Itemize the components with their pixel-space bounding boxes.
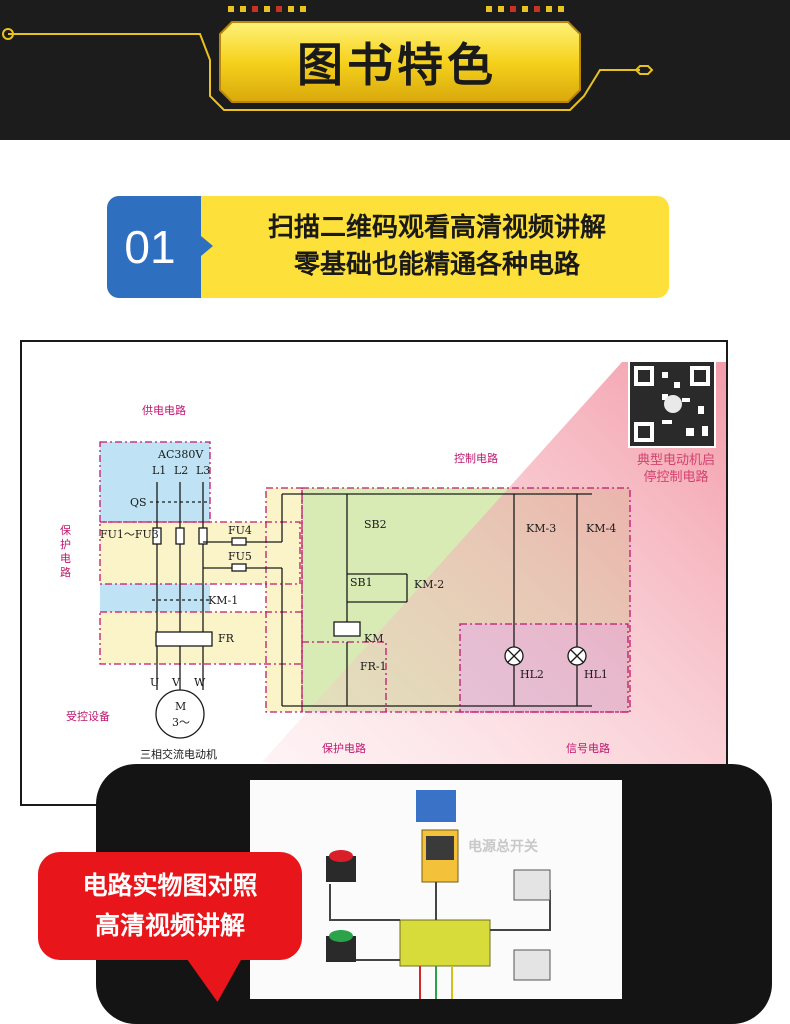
circuit-drawing bbox=[99, 360, 726, 804]
label-controlled-device: 受控设备 bbox=[66, 710, 110, 723]
label-fu1-fu3: FU1～FU3 bbox=[100, 528, 159, 541]
label-km2: KM-2 bbox=[414, 578, 445, 591]
callout-line-1: 电路实物图对照 bbox=[82, 871, 258, 900]
screen-label: 电源总开关 bbox=[468, 839, 538, 855]
qr-caption-line-1: 典型电动机启 bbox=[636, 453, 715, 468]
feature-stripe bbox=[193, 196, 201, 298]
label-km: KM bbox=[364, 632, 384, 645]
feature-number: 01 bbox=[124, 221, 176, 273]
feature-line-2: 零基础也能精通各种电路 bbox=[293, 250, 580, 280]
label-motor-name: 三相交流电动机 bbox=[140, 748, 217, 761]
label-l2: L2 bbox=[174, 464, 189, 477]
label-ac380v: AC380V bbox=[158, 448, 204, 461]
phone-screen: 电源总开关 bbox=[250, 780, 622, 999]
label-protection-bottom: 保护电路 bbox=[322, 742, 366, 755]
label-hl1: HL1 bbox=[584, 668, 608, 681]
feature-text: 扫描二维码观看高清视频讲解 零基础也能精通各种电路 bbox=[217, 210, 657, 284]
qr-code bbox=[628, 360, 716, 448]
label-supply-circuit: 供电电路 bbox=[142, 404, 186, 417]
feature-badge: 01 扫描二维码观看高清视频讲解 零基础也能精通各种电路 bbox=[107, 196, 669, 298]
circuit-diagram: 供电电路 控制电路 保护电路 保护电路 信号电路 受控设备 三相交流电动机 AC… bbox=[20, 340, 728, 806]
label-signal-circuit: 信号电路 bbox=[566, 742, 610, 755]
callout-line-2: 高清视频讲解 bbox=[94, 911, 245, 940]
feature-line-1: 扫描二维码观看高清视频讲解 bbox=[267, 213, 606, 243]
label-km1: KM-1 bbox=[208, 594, 239, 607]
qr-caption: 典型电动机启 停控制电路 bbox=[626, 452, 726, 486]
qr-caption-line-2: 停控制电路 bbox=[643, 470, 709, 485]
label-w: W bbox=[194, 676, 206, 689]
label-sb2: SB2 bbox=[364, 518, 387, 531]
label-hl2: HL2 bbox=[520, 668, 544, 681]
label-qs: QS bbox=[130, 496, 147, 509]
arrow-right-icon bbox=[201, 236, 213, 256]
banner-title: 图书特色 bbox=[297, 38, 497, 92]
label-sb1: SB1 bbox=[350, 576, 373, 589]
label-l1: L1 bbox=[152, 464, 167, 477]
label-protection-side: 保护电路 bbox=[60, 524, 71, 579]
callout-bubble bbox=[38, 852, 302, 960]
label-km4: KM-4 bbox=[586, 522, 617, 535]
wiring-photo bbox=[326, 790, 551, 999]
label-km3: KM-3 bbox=[526, 522, 557, 535]
label-u: U bbox=[150, 676, 160, 689]
feature-number-box bbox=[107, 196, 193, 298]
label-fr: FR bbox=[218, 632, 234, 645]
label-fr1: FR-1 bbox=[360, 660, 387, 673]
label-motor-m: M bbox=[175, 700, 187, 713]
callout-text: 电路实物图对照 高清视频讲解 bbox=[38, 866, 302, 946]
label-l3: L3 bbox=[196, 464, 211, 477]
label-v: V bbox=[172, 676, 180, 689]
label-motor-3: 3～ bbox=[172, 716, 190, 729]
label-fu5: FU5 bbox=[228, 550, 252, 563]
banner-frame bbox=[2, 6, 654, 111]
label-control-circuit: 控制电路 bbox=[454, 452, 498, 465]
label-fu4: FU4 bbox=[228, 524, 252, 537]
